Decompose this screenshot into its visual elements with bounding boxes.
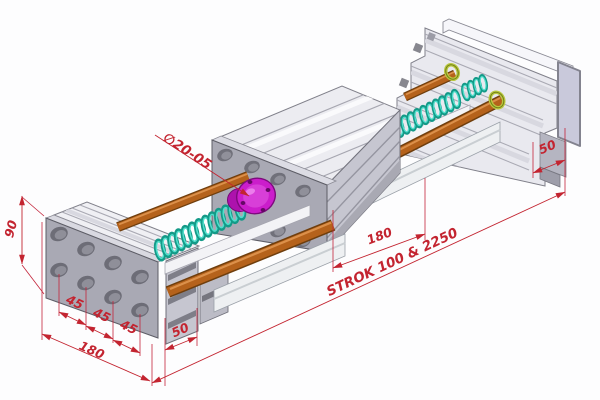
bushing-lower-right <box>488 90 506 110</box>
pitch-45-label-2: 45 <box>90 304 113 325</box>
length-180-left-label: 180 <box>77 338 107 362</box>
dimension-hole-pitch: 45 45 45 <box>58 274 141 356</box>
dimension-height-90: 90 <box>1 195 45 295</box>
diameter-label: ∅20-05 <box>160 130 215 173</box>
length-180-center-label: 180 <box>365 224 395 247</box>
right-end-plate <box>557 61 581 147</box>
depth-50-right-label: 50 <box>536 136 558 157</box>
pitch-45-label-1: 45 <box>63 291 86 312</box>
dimension-depth-50-right: 50 <box>532 128 566 196</box>
left-plate-holes <box>50 226 149 318</box>
pitch-45-label-3: 45 <box>117 316 140 337</box>
height-90-label: 90 <box>1 218 20 239</box>
bushing-upper-right <box>443 62 461 82</box>
